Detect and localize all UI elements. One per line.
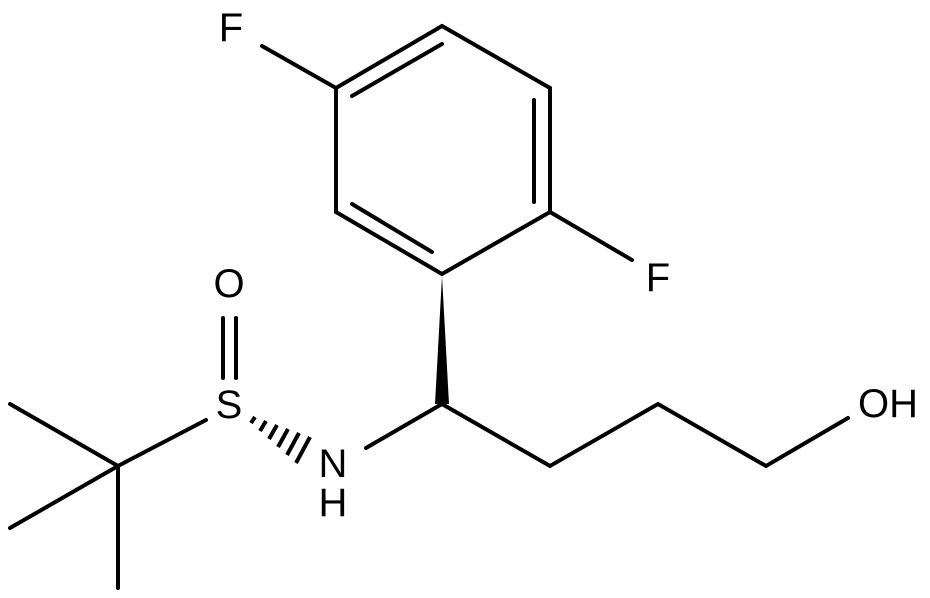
hydroxyl-label: OH (858, 382, 918, 426)
ring-bond-c5-c6 (334, 210, 444, 276)
bond-ring-to-fluorine-top (260, 44, 338, 90)
hash-bond-stereo (249, 415, 312, 464)
ring-inner-bond-c (350, 202, 434, 254)
fluorine-ring-label: F (646, 256, 670, 300)
tbutyl-methyl-up (8, 402, 120, 468)
bond-ring-to-fluorine-ring (548, 210, 634, 262)
sulfinyl-oxygen-label: O (213, 262, 244, 306)
aryl-ring (334, 24, 552, 276)
ring-inner-bond-a (350, 42, 444, 98)
bond-sulfur-to-tbutyl (116, 418, 208, 468)
wedge-bond-stereo (435, 276, 449, 404)
ring-bond-c4-c5 (440, 210, 552, 276)
nitrogen-label: N (319, 442, 348, 486)
bond-carbon-to-nitrogen (364, 402, 444, 450)
ring-bond-c2-c3 (440, 24, 552, 90)
propyl-chain (440, 401, 850, 469)
ring-bond-c1-c2 (334, 24, 444, 90)
tbutyl-methyl-left (8, 464, 120, 530)
sulfur-label: S (216, 383, 243, 427)
nitrogen-hydrogen-label: H (319, 481, 348, 525)
fluorine-top-label: F (219, 6, 243, 50)
